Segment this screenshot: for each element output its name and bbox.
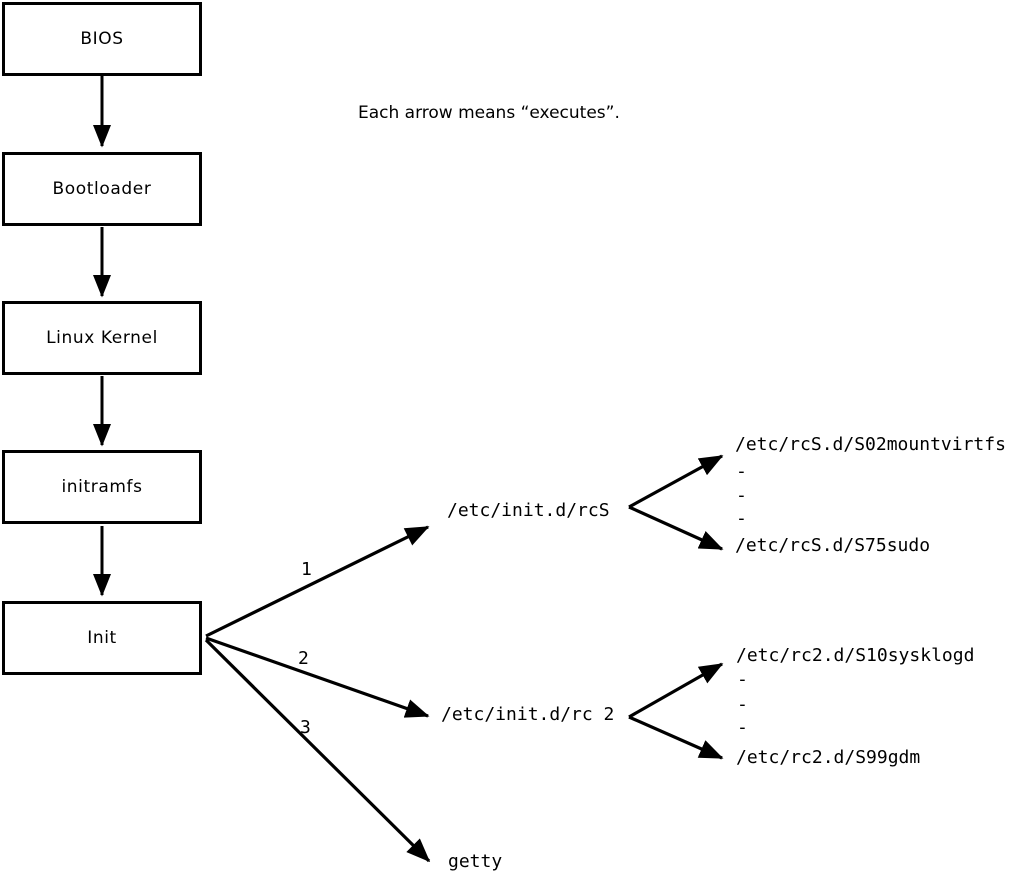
node-init-label: Init [87,628,117,648]
node-rcs-child-dash-1: - [736,461,747,482]
node-rc2-child-dash-2: - [737,694,748,715]
node-etc-init-d-rc2: /etc/init.d/rc 2 [441,704,615,725]
arrow-rcs-to-s75sudo [628,505,724,551]
arrow-init-to-rc2 [205,636,430,718]
node-etc-init-d-rcs: /etc/init.d/rcS [447,500,610,521]
node-bootloader: Bootloader [2,152,202,226]
node-rcs-child-s75sudo: /etc/rcS.d/S75sudo [735,535,931,556]
node-initramfs-label: initramfs [61,477,143,497]
node-rcs-child-s02mountvirtfs: /etc/rcS.d/S02mountvirtfs [735,434,1006,455]
node-bios-label: BIOS [80,29,124,49]
arrow-rc2-to-s10sysklogd [628,662,724,719]
node-rc2-child-dash-1: - [737,669,748,690]
node-rc2-child-s10sysklogd: /etc/rc2.d/S10sysklogd [736,645,975,666]
node-rcs-child-dash-2: - [736,485,747,506]
arrow-rcs-to-s02mountvirtfs [628,454,724,509]
node-linux-kernel-label: Linux Kernel [46,328,158,348]
node-initramfs: initramfs [2,450,202,524]
arrow-rc2-to-s99gdm [628,715,724,760]
legend-note: Each arrow means “executes”. [358,103,620,123]
node-getty: getty [448,851,503,872]
arrow-init-to-rcs [205,525,430,638]
node-init: Init [2,601,202,675]
node-bootloader-label: Bootloader [52,179,152,199]
arrow-init-to-getty [204,638,431,863]
arrow-number-2: 2 [298,648,309,669]
node-rc2-child-dash-3: - [737,717,748,738]
node-bios: BIOS [2,2,202,76]
arrow-number-1: 1 [301,559,312,580]
node-rcs-child-dash-3: - [736,508,747,529]
arrow-number-3: 3 [300,717,311,738]
node-rc2-child-s99gdm: /etc/rc2.d/S99gdm [736,747,921,768]
node-linux-kernel: Linux Kernel [2,301,202,375]
